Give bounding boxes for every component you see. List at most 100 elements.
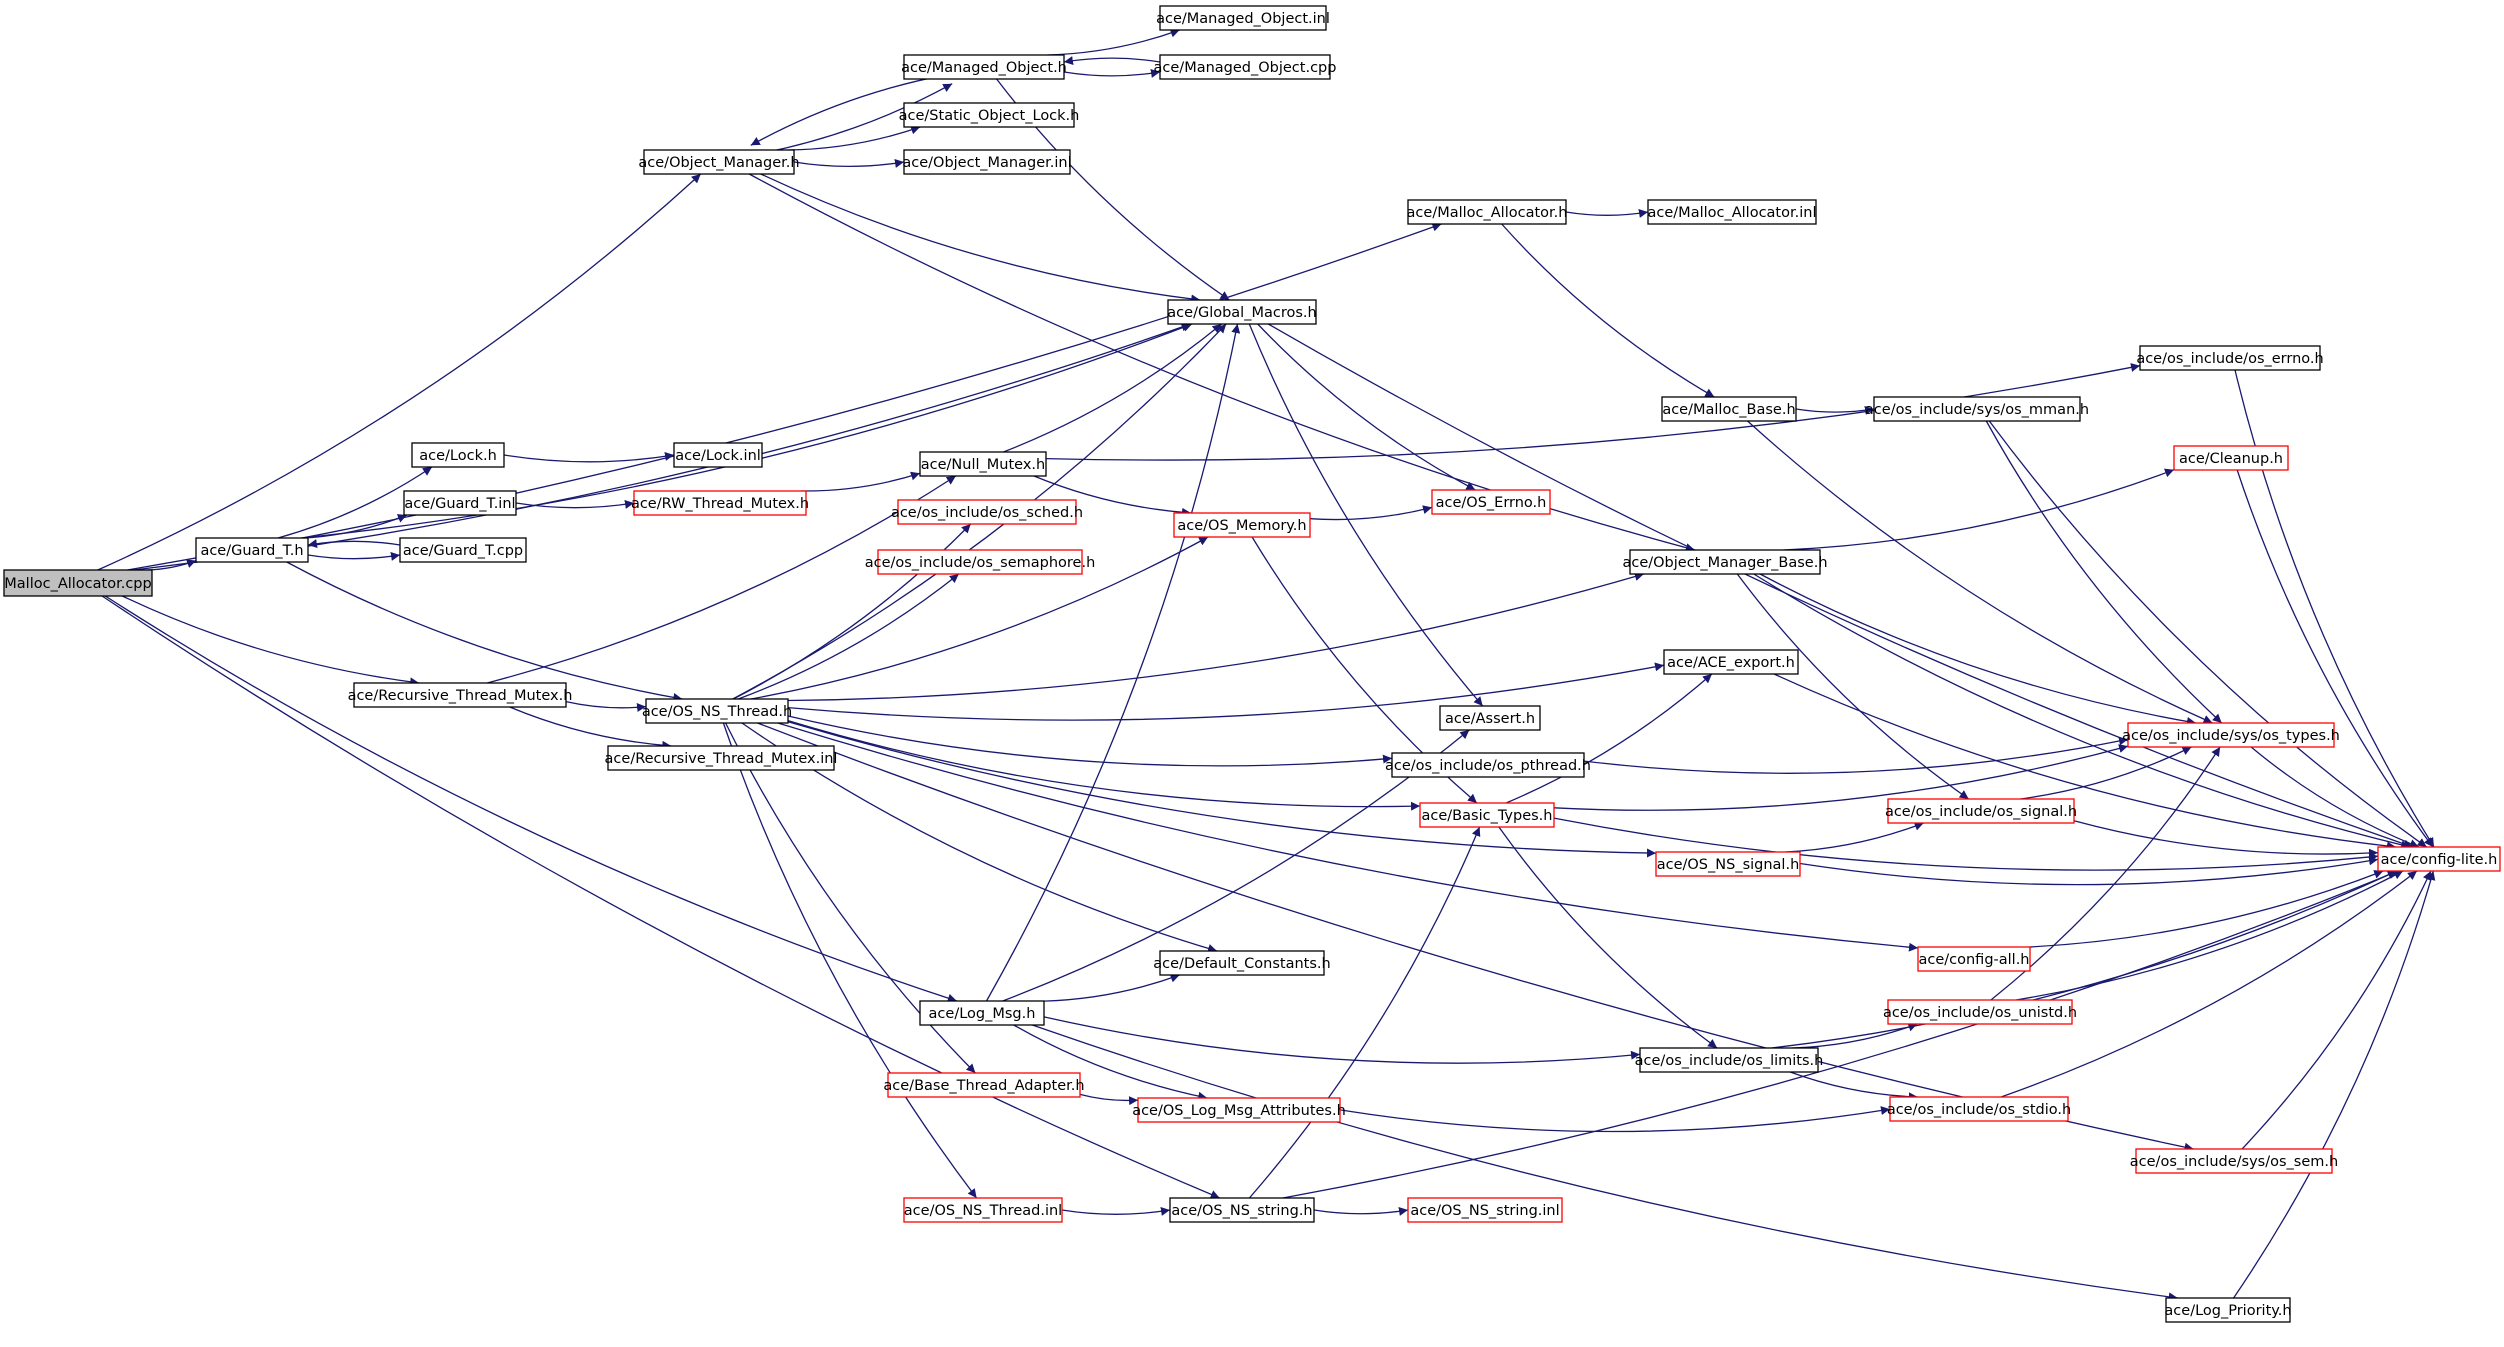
node-box[interactable] <box>643 149 795 175</box>
node-static-object-lock-h[interactable]: ace/Static_Object_Lock.h <box>899 102 1080 128</box>
node-recursive-thread-mutex-inl[interactable]: ace/Recursive_Thread_Mutex.inl <box>605 745 838 771</box>
node-box[interactable] <box>1887 798 2075 824</box>
node-os-semaphore-h[interactable]: ace/os_include/os_semaphore.h <box>865 549 1096 575</box>
node-box[interactable] <box>1159 5 1327 31</box>
node-box[interactable] <box>903 102 1075 128</box>
node-malloc-allocator-inl[interactable]: ace/Malloc_Allocator.inl <box>1647 199 1817 225</box>
node-box[interactable] <box>353 682 567 708</box>
node-box[interactable] <box>2127 722 2335 748</box>
node-os-signal-h[interactable]: ace/os_include/os_signal.h <box>1885 798 2077 824</box>
node-box[interactable] <box>2377 846 2501 872</box>
node-box[interactable] <box>411 442 505 468</box>
node-box[interactable] <box>903 149 1071 175</box>
node-malloc-cpp[interactable]: Malloc_Allocator.cpp <box>3 569 153 597</box>
node-box[interactable] <box>897 499 1077 525</box>
node-basic-types-h[interactable]: ace/Basic_Types.h <box>1419 802 1555 828</box>
node-box[interactable] <box>403 490 517 516</box>
node-os-log-msg-attributes-h[interactable]: ace/OS_Log_Msg_Attributes.h <box>1132 1097 1346 1123</box>
node-guard-h[interactable]: ace/Guard_T.h <box>195 537 309 563</box>
node-box[interactable] <box>2173 445 2289 471</box>
node-box[interactable] <box>1639 1047 1819 1073</box>
node-box[interactable] <box>1873 396 2081 422</box>
node-os-sched-h[interactable]: ace/os_include/os_sched.h <box>891 499 1083 525</box>
node-sys-os-types-h[interactable]: ace/os_include/sys/os_types.h <box>2122 722 2340 748</box>
node-os-errno-h[interactable]: ace/os_include/os_errno.h <box>2136 345 2324 371</box>
node-managed-object-cpp[interactable]: ace/Managed_Object.cpp <box>1154 54 1337 80</box>
node-config-all-h[interactable]: ace/config-all.h <box>1917 946 2031 972</box>
node-box[interactable] <box>1173 512 1311 538</box>
node-os-ns-string-inl[interactable]: ace/OS_NS_string.inl <box>1407 1197 1563 1223</box>
node-box[interactable] <box>633 490 807 516</box>
node-box[interactable] <box>1431 489 1551 515</box>
node-os-errno-red-h[interactable]: ace/OS_Errno.h <box>1431 489 1551 515</box>
node-managed-object-inl[interactable]: ace/Managed_Object.inl <box>1156 5 1330 31</box>
node-box[interactable] <box>919 1000 1045 1026</box>
node-global-macros-h[interactable]: ace/Global_Macros.h <box>1167 299 1317 325</box>
node-box[interactable] <box>1629 549 1821 575</box>
node-os-ns-string-h[interactable]: ace/OS_NS_string.h <box>1169 1197 1315 1223</box>
node-lock-h[interactable]: ace/Lock.h <box>411 442 505 468</box>
node-os-ns-thread-h[interactable]: ace/OS_NS_Thread.h <box>642 698 792 724</box>
node-null-mutex-h[interactable]: ace/Null_Mutex.h <box>919 451 1047 477</box>
node-box[interactable] <box>3 569 153 597</box>
node-os-ns-signal-h[interactable]: ace/OS_NS_signal.h <box>1655 851 1801 877</box>
node-box[interactable] <box>903 1197 1063 1223</box>
node-box[interactable] <box>1647 199 1817 225</box>
node-os-ns-thread-inl[interactable]: ace/OS_NS_Thread.inl <box>903 1197 1063 1223</box>
node-box[interactable] <box>1439 705 1541 731</box>
node-managed-object-h[interactable]: ace/Managed_Object.h <box>901 54 1067 80</box>
node-box[interactable] <box>1887 999 2073 1025</box>
node-box[interactable] <box>1159 54 1331 80</box>
node-box[interactable] <box>1889 1096 2069 1122</box>
node-guard-cpp[interactable]: ace/Guard_T.cpp <box>399 537 527 563</box>
node-box[interactable] <box>2139 345 2321 371</box>
node-box[interactable] <box>645 698 789 724</box>
node-object-manager-h[interactable]: ace/Object_Manager.h <box>638 149 800 175</box>
node-recursive-thread-mutex-h[interactable]: ace/Recursive_Thread_Mutex.h <box>348 682 573 708</box>
node-box[interactable] <box>195 537 309 563</box>
node-box[interactable] <box>2135 1148 2333 1174</box>
node-box[interactable] <box>1137 1097 1341 1123</box>
node-box[interactable] <box>2165 1297 2291 1323</box>
node-assert-h[interactable]: ace/Assert.h <box>1439 705 1541 731</box>
node-os-limits-h[interactable]: ace/os_include/os_limits.h <box>1635 1047 1824 1073</box>
node-box[interactable] <box>399 537 527 563</box>
node-box[interactable] <box>1917 946 2031 972</box>
node-box[interactable] <box>607 745 835 771</box>
node-box[interactable] <box>1167 299 1317 325</box>
node-box[interactable] <box>903 54 1065 80</box>
node-object-manager-base-h[interactable]: ace/Object_Manager_Base.h <box>1622 549 1828 575</box>
node-box[interactable] <box>1407 199 1567 225</box>
node-box[interactable] <box>1159 950 1325 976</box>
node-box[interactable] <box>1661 396 1797 422</box>
node-rw-thread-mutex-h[interactable]: ace/RW_Thread_Mutex.h <box>631 490 809 516</box>
node-box[interactable] <box>1419 802 1555 828</box>
node-box[interactable] <box>1663 649 1799 675</box>
node-lock-inl[interactable]: ace/Lock.inl <box>673 442 763 468</box>
node-object-manager-inl[interactable]: ace/Object_Manager.inl <box>902 149 1072 175</box>
node-os-mman-h[interactable]: ace/os_include/sys/os_mman.h <box>1865 396 2089 422</box>
node-box[interactable] <box>673 442 763 468</box>
node-default-constants-h[interactable]: ace/Default_Constants.h <box>1153 950 1331 976</box>
node-config-lite-h[interactable]: ace/config-lite.h <box>2377 846 2501 872</box>
node-malloc-allocator-h[interactable]: ace/Malloc_Allocator.h <box>1407 199 1568 225</box>
node-base-thread-adapter-h[interactable]: ace/Base_Thread_Adapter.h <box>883 1072 1085 1098</box>
node-box[interactable] <box>877 549 1083 575</box>
node-box[interactable] <box>919 451 1047 477</box>
node-os-memory-h[interactable]: ace/OS_Memory.h <box>1173 512 1311 538</box>
node-log-priority-h[interactable]: ace/Log_Priority.h <box>2164 1297 2292 1323</box>
node-os-pthread-h[interactable]: ace/os_include/os_pthread.h <box>1385 752 1591 778</box>
node-box[interactable] <box>1407 1197 1563 1223</box>
node-log-msg-h[interactable]: ace/Log_Msg.h <box>919 1000 1045 1026</box>
node-os-unistd-h[interactable]: ace/os_include/os_unistd.h <box>1883 999 2077 1025</box>
node-box[interactable] <box>1169 1197 1315 1223</box>
node-malloc-base-h[interactable]: ace/Malloc_Base.h <box>1661 396 1797 422</box>
node-os-stdio-h[interactable]: ace/os_include/os_stdio.h <box>1887 1096 2071 1122</box>
node-box[interactable] <box>1655 851 1801 877</box>
node-cleanup-h[interactable]: ace/Cleanup.h <box>2173 445 2289 471</box>
node-box[interactable] <box>1391 752 1585 778</box>
node-sys-os-sem-h[interactable]: ace/os_include/sys/os_sem.h <box>2130 1148 2338 1174</box>
node-ace-export-h[interactable]: ace/ACE_export.h <box>1663 649 1799 675</box>
node-box[interactable] <box>887 1072 1081 1098</box>
node-guard-inl[interactable]: ace/Guard_T.inl <box>403 490 517 516</box>
